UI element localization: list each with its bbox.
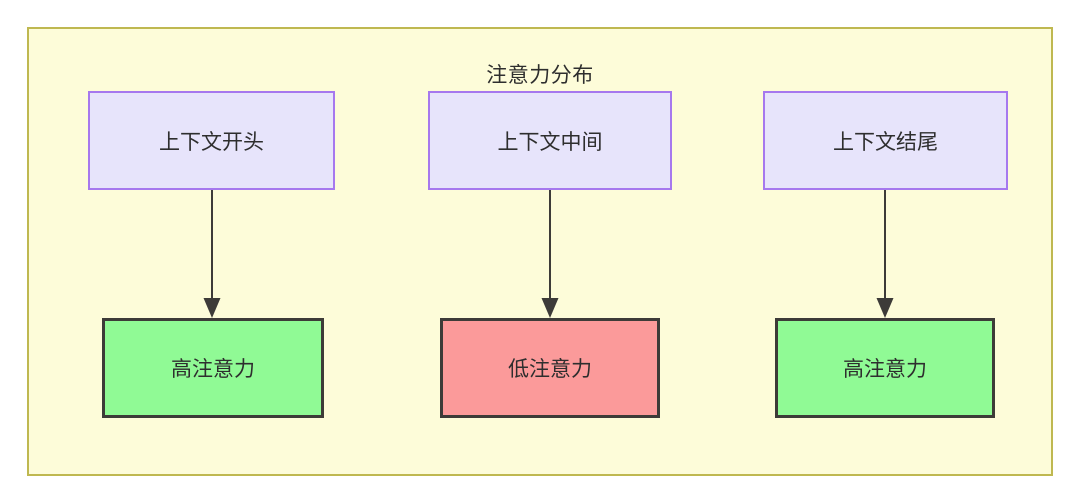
source-node-label: 上下文中间	[497, 130, 603, 154]
source-node-context-end[interactable]: 上下文结尾	[763, 91, 1008, 190]
diagram-title: 注意力分布	[486, 64, 594, 87]
edge-context-start-to-high-attention	[196, 190, 228, 318]
outcome-node-label: 高注意力	[843, 358, 927, 381]
outcome-node-low-attention-middle[interactable]: 低注意力	[440, 318, 660, 418]
edge-context-end-to-high-attention	[869, 190, 901, 318]
source-node-label: 上下文开头	[159, 130, 264, 154]
outcome-node-high-attention-start[interactable]: 高注意力	[102, 318, 324, 418]
source-node-context-start[interactable]: 上下文开头	[88, 91, 335, 190]
source-node-label: 上下文结尾	[833, 130, 938, 154]
outcome-node-label: 高注意力	[171, 358, 255, 381]
outcome-node-label: 低注意力	[508, 358, 592, 381]
outcome-node-high-attention-end[interactable]: 高注意力	[775, 318, 995, 418]
source-node-context-middle[interactable]: 上下文中间	[428, 91, 672, 190]
edge-context-middle-to-low-attention	[534, 190, 566, 318]
